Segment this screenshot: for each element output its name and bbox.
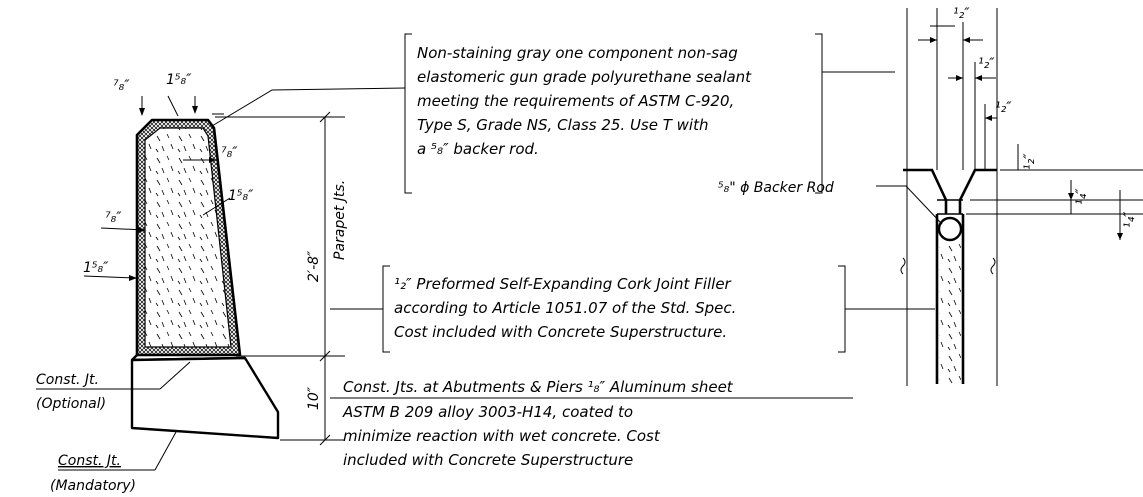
svg-text:Const. Jts. at Abutments & Pie: Const. Jts. at Abutments & Piers ¹₈″ Alu… xyxy=(342,378,737,469)
const-jt-mandatory xyxy=(58,431,177,471)
dim-half-3: ¹₂″ xyxy=(995,100,1012,116)
cork-note-line2: according to Article 1051.07 of the Std.… xyxy=(394,299,736,317)
const-jt-optional xyxy=(36,361,191,390)
const-jt-optional-line1: Const. Jt. xyxy=(36,372,99,388)
height-dimension xyxy=(215,111,345,446)
aluminum-note-line1: Const. Jts. at Abutments & Piers ¹₈″ Alu… xyxy=(343,378,734,396)
joint-detail xyxy=(876,8,1143,386)
dim-quarter-1: ¹₄″ xyxy=(1074,188,1090,205)
aluminum-note-line2: ASTM B 209 alloy 3003-H14, coated to xyxy=(342,403,633,421)
const-jt-mandatory-line1: Const. Jt. xyxy=(58,453,121,469)
dim-1-5-8-left: 1⁵₈″ xyxy=(83,260,109,276)
parapet-base xyxy=(130,356,280,440)
backer-rod-circle xyxy=(937,216,963,242)
svg-text:Non-staining gray one componen: Non-staining gray one component non-sag … xyxy=(417,44,756,158)
dim-7-8-top: ⁷₈″ xyxy=(113,78,130,94)
backer-rod-label: ⁵₈" ϕ Backer Rod xyxy=(718,180,834,196)
sealant-note-line5: a ⁵₈″ backer rod. xyxy=(417,140,539,158)
dim-parapet-height: 2′-8″ xyxy=(306,250,322,282)
cork-note-line3: Cost included with Concrete Superstructu… xyxy=(394,323,727,341)
dim-half-1: ¹₂″ xyxy=(953,6,970,22)
sealant-note-line1: Non-staining gray one component non-sag xyxy=(417,44,738,62)
const-jt-mandatory-line2: (Mandatory) xyxy=(50,478,136,494)
parapet-section xyxy=(130,118,280,440)
aluminum-note-line3: minimize reaction with wet concrete. Cos… xyxy=(343,427,661,445)
aluminum-note-line4: included with Concrete Superstructure xyxy=(343,451,633,469)
sealant-note-line4: Type S, Grade NS, Class 25. Use T with xyxy=(417,116,709,134)
dim-leader-left-1 xyxy=(100,227,146,231)
sealant-leader xyxy=(211,87,406,127)
dim-base-height: 10″ xyxy=(306,386,322,410)
dim-half-4: ¹₂″ xyxy=(1022,153,1038,170)
dim-1-5-8-right: 1⁵₈″ xyxy=(228,188,254,204)
sealant-note-bracket xyxy=(404,33,895,194)
parapet-jts-label: Parapet Jts. xyxy=(332,180,348,260)
sealant-note-line3: meeting the requirements of ASTM C-920, xyxy=(417,92,734,110)
dim-leader-right-2 xyxy=(202,197,231,216)
cork-note-bracket xyxy=(330,265,935,353)
dim-leader-left-2 xyxy=(83,275,137,279)
cork-note-line1: ¹₂″ Preformed Self-Expanding Cork Joint … xyxy=(394,275,732,293)
top-dimensions xyxy=(139,95,224,117)
dim-quarter-2: ¹₄″ xyxy=(1122,211,1138,228)
svg-text:¹₂″ Preformed Self-Expanding C: ¹₂″ Preformed Self-Expanding Cork Joint … xyxy=(394,275,741,341)
dim-1-5-8-top: 1⁵₈″ xyxy=(166,72,192,88)
dim-7-8-left: ⁷₈″ xyxy=(105,210,122,226)
sealant-note-line2: elastomeric gun grade polyurethane seala… xyxy=(417,68,752,86)
const-jt-optional-line2: (Optional) xyxy=(36,396,106,412)
dim-half-2: ¹₂″ xyxy=(978,56,995,72)
dim-7-8-right: ⁷₈″ xyxy=(221,145,238,161)
